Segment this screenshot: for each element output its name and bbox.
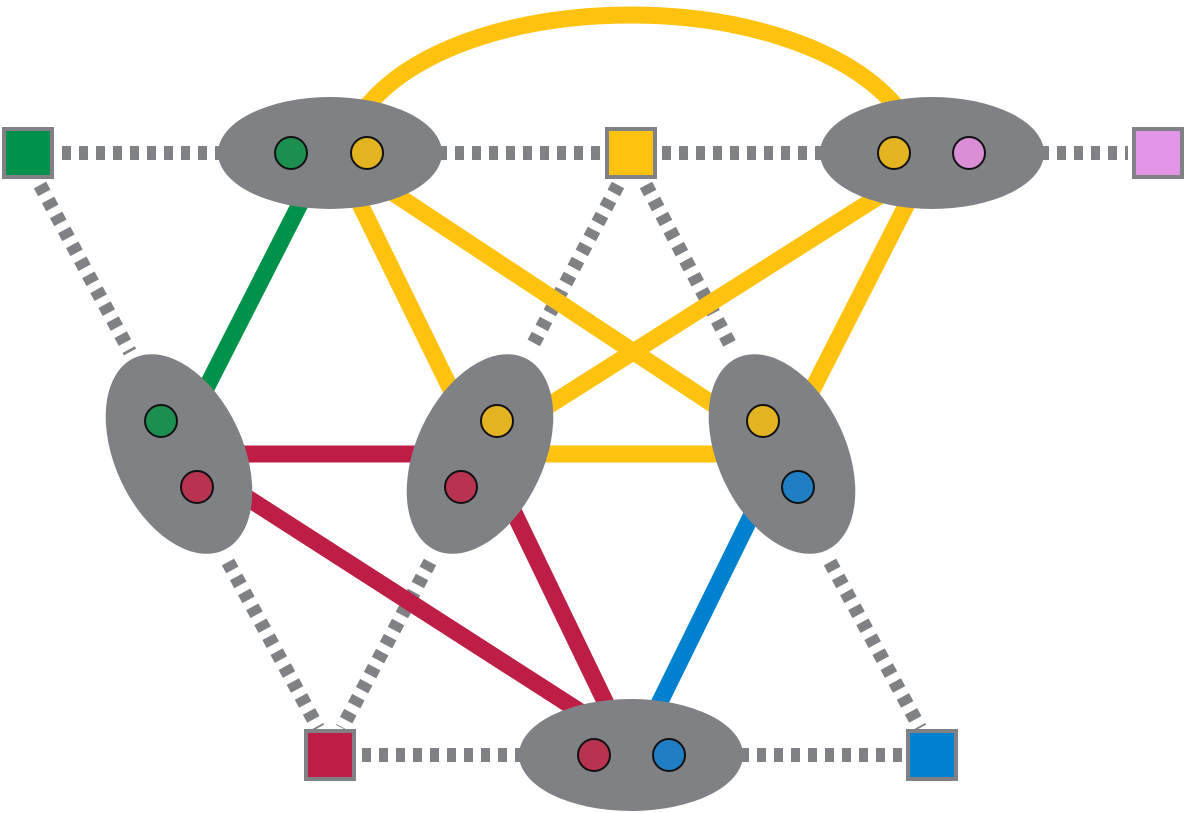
cluster-f-dot-crimson — [577, 738, 611, 772]
terminal-square-yellow — [605, 127, 657, 179]
terminals-layer — [2, 127, 1184, 781]
cluster-e-dot-blue — [781, 470, 815, 504]
dashed-link-t1-c — [33, 181, 137, 356]
solid-link-b-d — [505, 175, 905, 438]
cluster-e — [708, 354, 856, 554]
dashed-link-t2-d — [523, 181, 625, 354]
terminal-square-pink — [1132, 127, 1184, 179]
dashed-link-t2-e — [639, 181, 740, 354]
solid-link-a-d — [349, 194, 466, 408]
solid-links-layer — [190, 6, 918, 726]
cluster-c-dot-green — [144, 404, 178, 438]
cluster-b-dot-pink — [952, 136, 986, 170]
cluster-d-ellipse — [406, 354, 554, 554]
cluster-c-dot-crimson — [180, 470, 214, 504]
cluster-e-ellipse — [708, 354, 856, 554]
cluster-b-dot-yellow — [877, 136, 911, 170]
dashed-links-layer — [33, 146, 1128, 762]
dashed-link-c-t4 — [221, 558, 325, 732]
cluster-f-ellipse — [519, 699, 743, 811]
cluster-e-dot-yellow — [746, 404, 780, 438]
terminal-square-crimson — [304, 729, 356, 781]
solid-link-a-e — [373, 175, 757, 438]
solid-link-a-b — [361, 6, 902, 111]
cluster-c-ellipse — [105, 354, 253, 554]
terminal-square-green — [2, 127, 54, 179]
cluster-a-dot-green — [274, 136, 308, 170]
dashed-link-d-t4 — [335, 558, 437, 732]
cluster-d-dot-crimson — [444, 470, 478, 504]
solid-link-d-f — [497, 490, 621, 722]
solid-link-c-f — [227, 480, 595, 726]
cluster-a-ellipse — [218, 97, 442, 209]
dashed-link-e-t5 — [823, 558, 927, 732]
solid-link-b-e — [797, 194, 918, 408]
solid-link-e-f — [644, 490, 770, 722]
cluster-a — [218, 97, 442, 209]
cluster-c — [105, 354, 253, 554]
clusters-layer — [105, 97, 1044, 811]
solid-link-a-c — [190, 194, 311, 408]
cluster-d — [406, 354, 554, 554]
cluster-f — [519, 699, 743, 811]
cluster-a-dot-yellow — [350, 136, 384, 170]
terminal-square-blue — [906, 729, 958, 781]
cluster-b — [820, 97, 1044, 209]
cluster-f-dot-blue — [652, 738, 686, 772]
cluster-d-dot-yellow — [480, 404, 514, 438]
cluster-b-ellipse — [820, 97, 1044, 209]
